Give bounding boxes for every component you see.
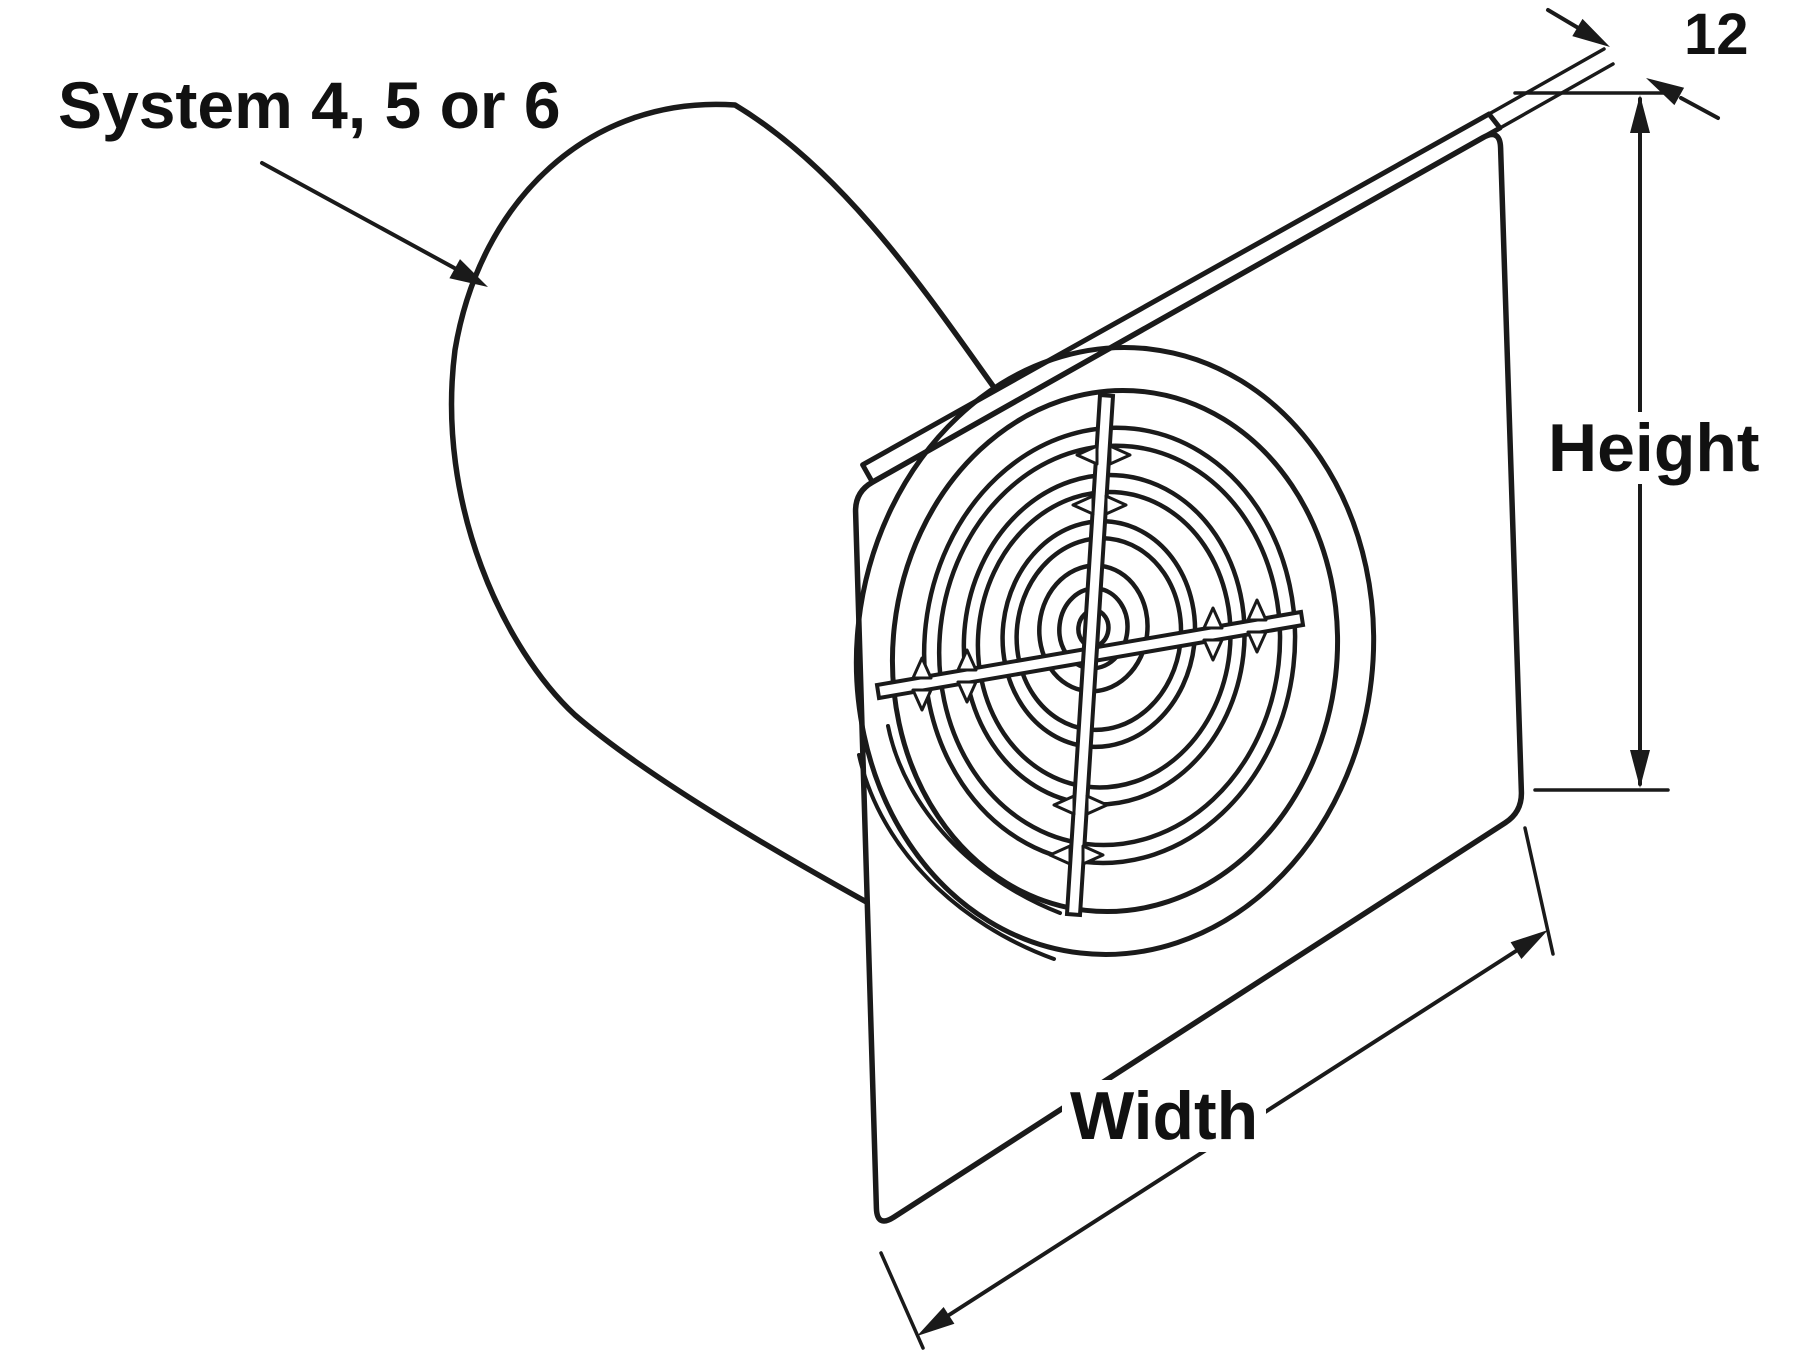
grille [853,345,1377,961]
grille-crossbar-vertical [1064,392,1116,918]
arrowhead [1630,750,1650,788]
arrowhead [449,259,488,287]
grille-recess-ring [853,345,1377,957]
grille-tabs [911,444,1268,866]
thickness-dimension [1487,8,1720,130]
arrowhead [1630,95,1650,133]
annotations [260,8,1720,1350]
grille-outer-rim [889,387,1341,915]
system-leader-arrow [260,161,488,287]
grille-ring [936,443,1283,848]
width-label: Width [1062,1080,1267,1152]
grille-rim-depth-arc [886,724,1062,915]
grille-recess-depth-arc [857,753,1056,961]
thickness-value-label: 12 [1684,2,1749,67]
arrowhead [1510,930,1548,959]
arrowhead [1572,18,1610,47]
system-callout-label: System 4, 5 or 6 [58,68,561,142]
arrowhead [917,1307,955,1336]
height-label: Height [1540,412,1768,484]
